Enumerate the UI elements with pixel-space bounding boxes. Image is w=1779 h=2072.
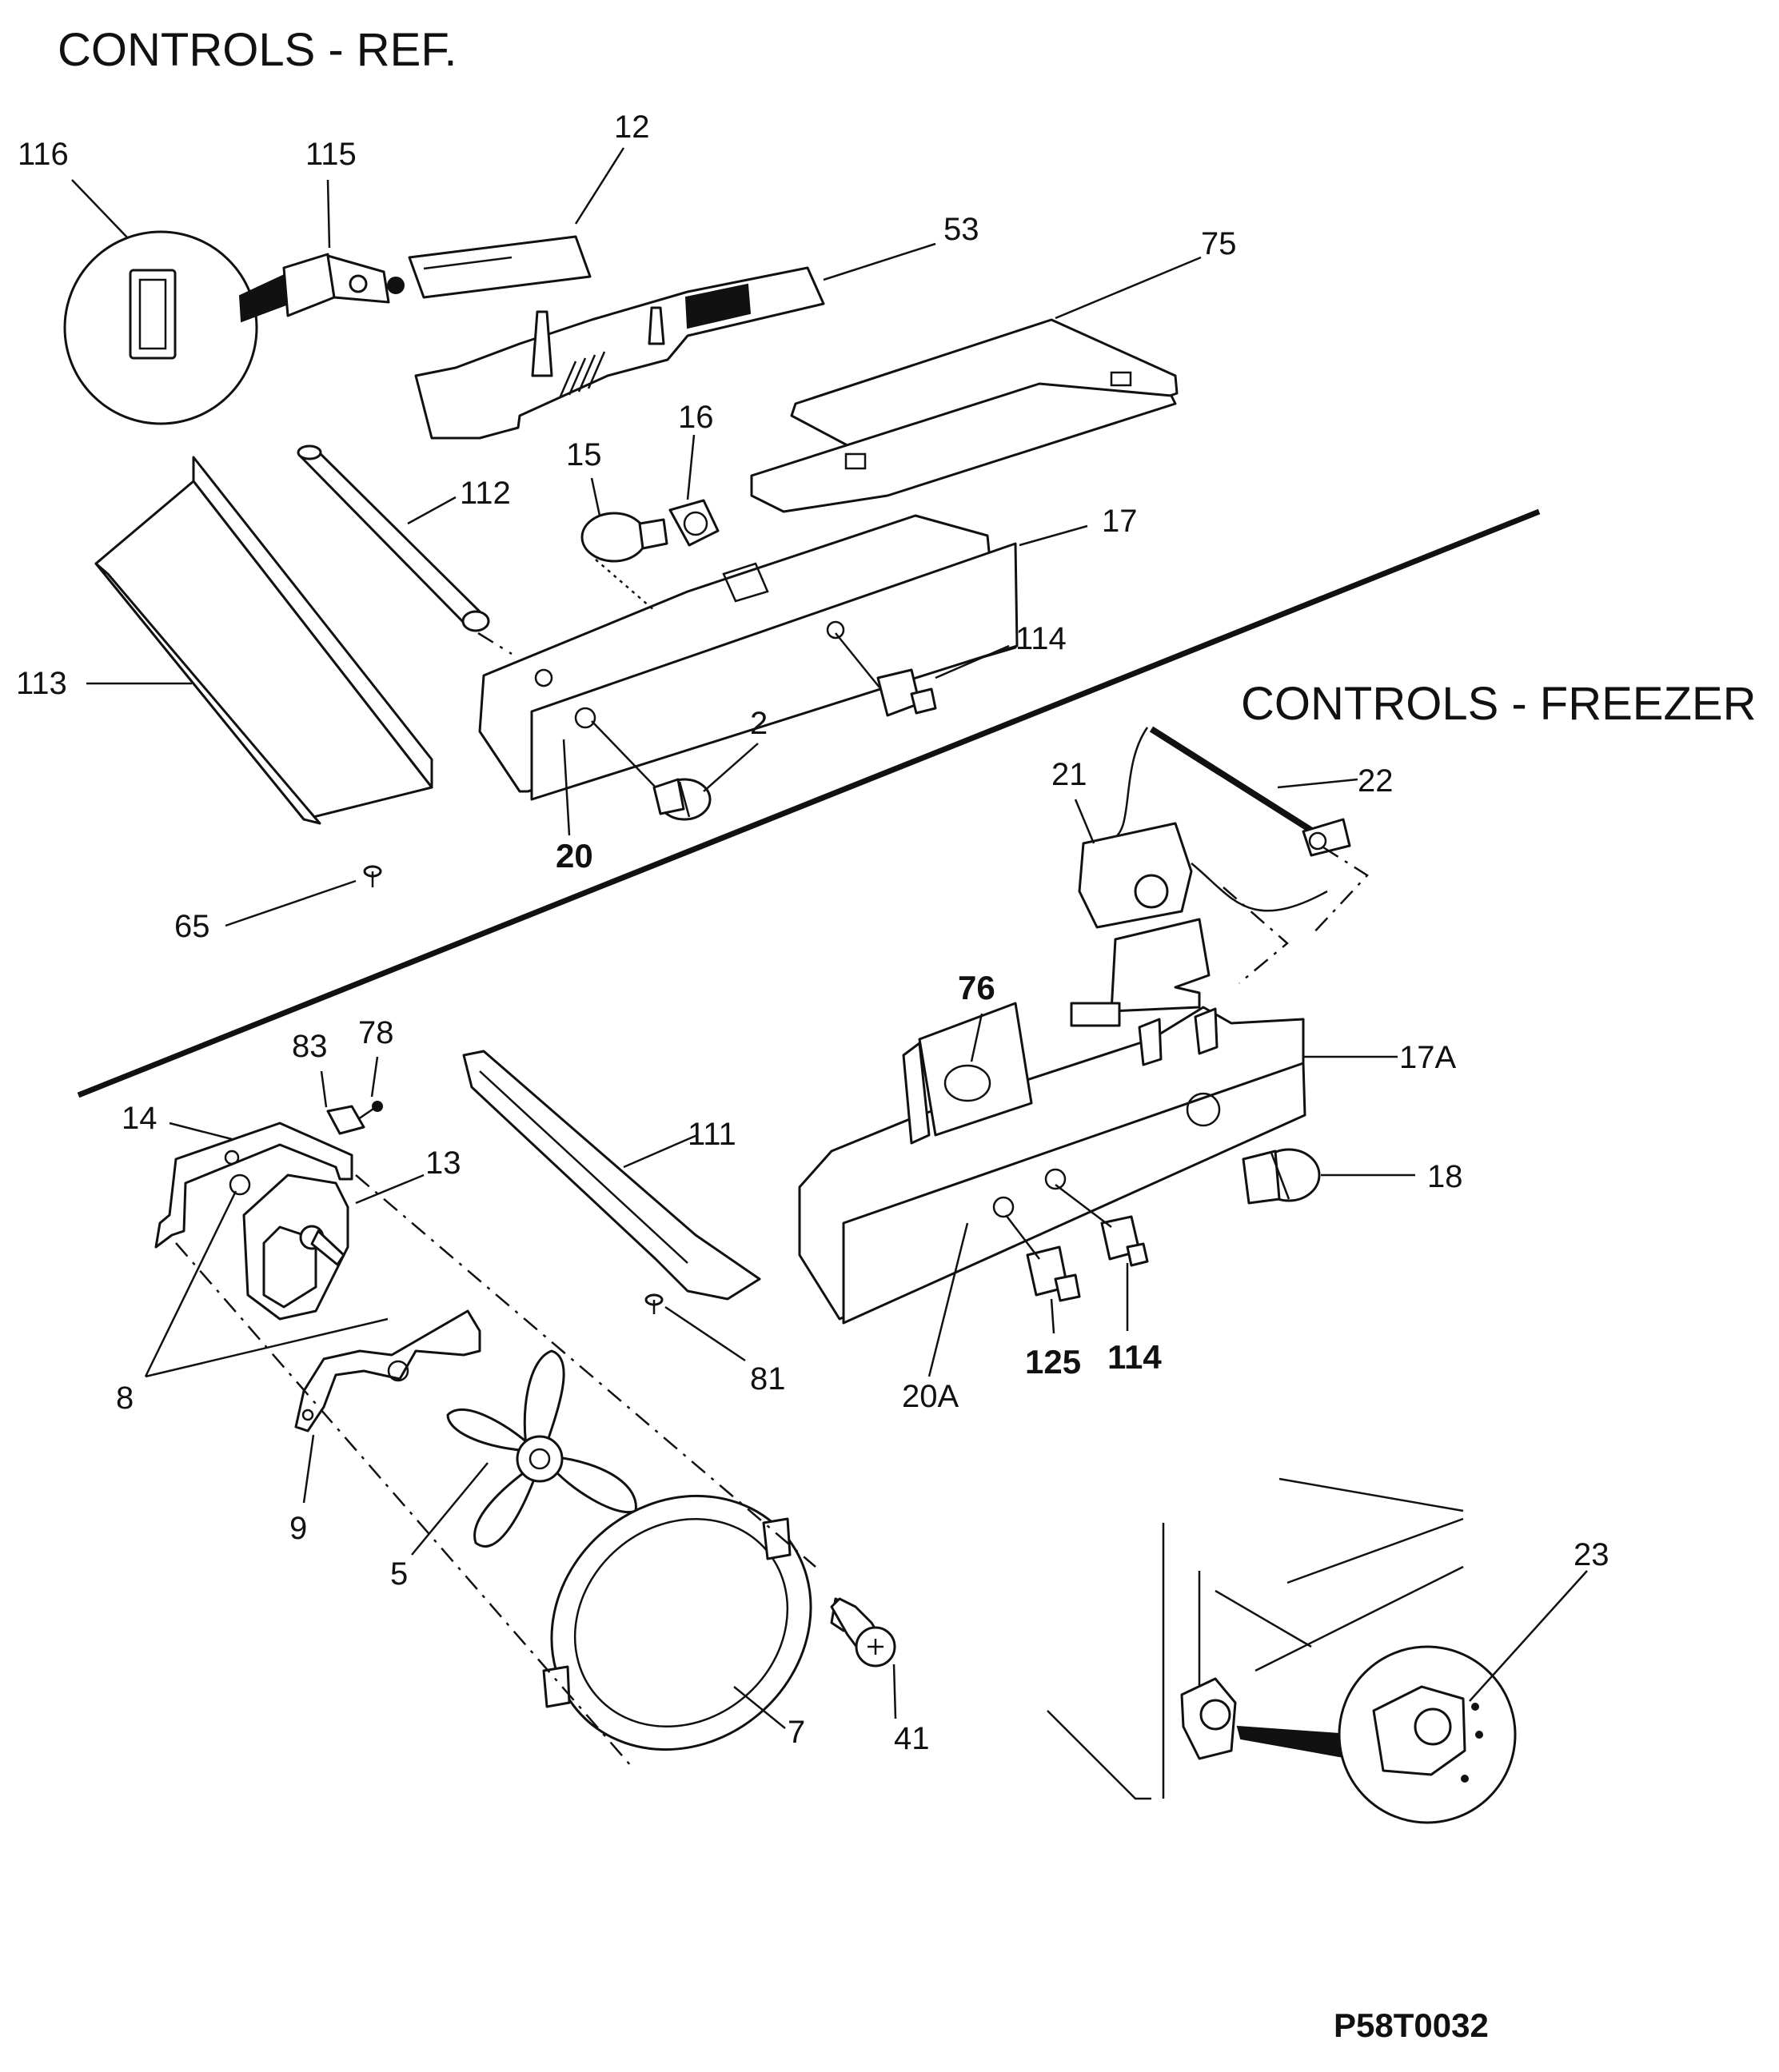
assembly-line-frz-4 <box>1055 1184 1112 1228</box>
leader-lines <box>71 147 1588 1729</box>
callout-13: 13 <box>425 1146 461 1181</box>
callout-20A: 20A <box>902 1379 959 1414</box>
part-9-lower-bracket <box>294 1309 481 1432</box>
part-22-sensing-tube <box>1111 726 1351 857</box>
assembly-line-ref-2 <box>477 632 513 655</box>
callout-7: 7 <box>788 1715 805 1750</box>
callout-5: 5 <box>390 1556 408 1592</box>
callout-23: 23 <box>1574 1537 1609 1572</box>
title-controls-ref: CONTROLS - REF. <box>58 24 457 76</box>
callout-76: 76 <box>958 969 995 1006</box>
callout-113: 113 <box>16 666 67 701</box>
part-83-clip <box>326 1105 365 1135</box>
callout-17: 17 <box>1102 504 1138 539</box>
callout-14: 14 <box>122 1101 158 1136</box>
callout-17A: 17A <box>1399 1040 1456 1075</box>
fan-axis-2 <box>175 1242 632 1767</box>
part-23-damper <box>1047 1477 1517 1824</box>
assembly-line-frz-2 <box>1310 846 1369 936</box>
part-16-socket <box>668 499 720 547</box>
part-125-knob <box>1026 1245 1081 1302</box>
part-75-bracket <box>750 318 1179 513</box>
part-13-fan-motor <box>242 1173 349 1321</box>
callout-12: 12 <box>614 110 650 145</box>
part-12-lens <box>408 235 592 299</box>
callout-15: 15 <box>566 437 602 472</box>
assembly-line-frz-3 <box>1005 1214 1040 1260</box>
callout-22: 22 <box>1358 763 1394 799</box>
callout-114-ref: 114 <box>1015 621 1067 656</box>
part-114-knob-ref <box>876 668 937 717</box>
callout-81: 81 <box>750 1361 786 1397</box>
part-111-bracket-arm <box>462 1050 761 1301</box>
callout-9: 9 <box>289 1511 307 1546</box>
callout-115: 115 <box>305 137 357 172</box>
callout-8: 8 <box>116 1381 134 1416</box>
assembly-line-ref-1 <box>595 559 656 612</box>
callout-2: 2 <box>750 706 768 741</box>
callout-83: 83 <box>292 1029 328 1064</box>
callout-21: 21 <box>1051 757 1087 792</box>
part-112-rod <box>297 444 490 632</box>
part-18-knob <box>1242 1148 1321 1205</box>
part-7-fan-ring <box>542 1494 812 1751</box>
fan-axis-1 <box>355 1174 816 1568</box>
drawing-code: P58T0032 <box>1334 2006 1489 2044</box>
assembly-line-ref-4 <box>835 632 880 688</box>
callout-41: 41 <box>894 1721 930 1756</box>
part-116-magnifier <box>63 230 294 425</box>
callout-65: 65 <box>174 909 210 944</box>
callout-20: 20 <box>556 837 593 875</box>
section-divider <box>77 508 1541 1098</box>
part-41-screw <box>830 1597 896 1668</box>
callout-125: 125 <box>1025 1343 1081 1381</box>
callout-112: 112 <box>460 476 511 511</box>
part-21-thermostat <box>1078 822 1328 929</box>
part-2-knob <box>652 778 712 821</box>
callout-53: 53 <box>943 212 979 247</box>
callout-114-freezer: 114 <box>1107 1338 1162 1376</box>
callout-78: 78 <box>358 1015 394 1050</box>
part-113-tray <box>94 456 433 825</box>
title-controls-freezer: CONTROLS - FREEZER <box>1241 678 1757 730</box>
callout-116: 116 <box>18 137 69 172</box>
part-115-switch <box>282 253 405 317</box>
part-17-control-housing <box>478 514 1019 801</box>
assembly-line-frz-1 <box>1223 887 1289 984</box>
part-15-bulb <box>580 512 668 563</box>
callout-16: 16 <box>678 400 714 435</box>
callout-111: 111 <box>688 1117 736 1152</box>
part-14-fan-bracket <box>154 1122 353 1249</box>
assembly-line-ref-3 <box>591 720 656 788</box>
callout-75: 75 <box>1201 226 1237 261</box>
callout-18: 18 <box>1427 1159 1463 1194</box>
part-5-fan-blade <box>446 1349 637 1548</box>
part-65-screw <box>363 865 382 887</box>
part-81-screw <box>644 1293 664 1314</box>
part-53-housing <box>414 266 825 440</box>
part-78-screw <box>357 1101 383 1121</box>
